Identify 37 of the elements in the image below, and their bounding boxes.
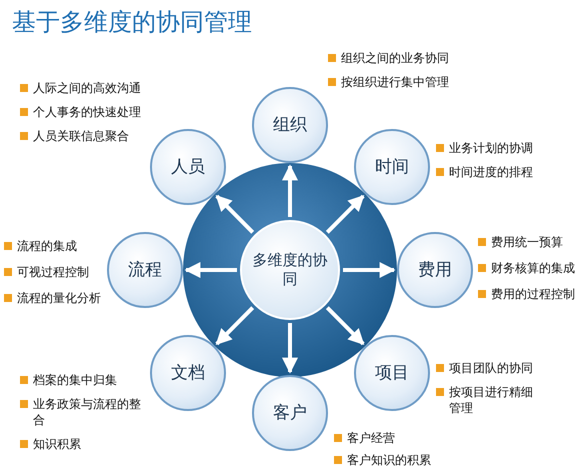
bullet-text: 个人事务的快速处理 [20, 104, 160, 120]
circle-label: 组织 [272, 114, 308, 136]
bullet-text: 业务计划的协调 [436, 140, 576, 156]
arrow [343, 262, 396, 278]
bullet-text: 流程的量化分析 [4, 290, 104, 306]
bullet-text: 档案的集中归集 [20, 372, 148, 388]
bullet-text: 时间进度的排程 [436, 164, 576, 180]
bullet-text: 按项目进行精细管理 [436, 384, 540, 416]
bullet-text: 按组织进行集中管理 [328, 74, 488, 90]
circle-label: 时间 [374, 156, 410, 178]
bullet-text: 可视过程控制 [4, 264, 104, 280]
arrow [326, 306, 365, 346]
bullet-text: 业务政策与流程的整合 [20, 396, 148, 428]
bullet-text: 财务核算的集成 [478, 260, 586, 276]
bullet-text: 知识积累 [20, 436, 148, 452]
bullet-text: 费用的过程控制 [478, 286, 586, 302]
bullet-text: 人际之间的高效沟通 [20, 80, 160, 96]
circle-label: 多维度的协同 [252, 250, 328, 290]
circle-label: 费用 [417, 258, 453, 282]
bullet-text: 客户经营 [334, 430, 474, 446]
arrow [184, 262, 237, 278]
title: 基于多维度的协同管理 [12, 7, 252, 38]
arrow [282, 164, 298, 217]
arrow [215, 194, 254, 234]
circle-label: 项目 [374, 362, 410, 384]
bullet-text: 流程的集成 [4, 238, 104, 254]
arrow [326, 194, 365, 234]
circle-label: 客户 [272, 402, 308, 424]
circle-label: 人员 [170, 156, 206, 178]
bullet-text: 费用统一预算 [478, 234, 586, 250]
bullet-text: 项目团队的协同 [436, 360, 540, 376]
bullet-text: 客户知识的积累 [334, 452, 474, 468]
bullet-text: 组织之间的业务协同 [328, 50, 488, 66]
circle-label: 流程 [127, 258, 163, 282]
circle-label: 文档 [170, 362, 206, 384]
arrow [282, 323, 298, 374]
arrow [215, 306, 254, 346]
